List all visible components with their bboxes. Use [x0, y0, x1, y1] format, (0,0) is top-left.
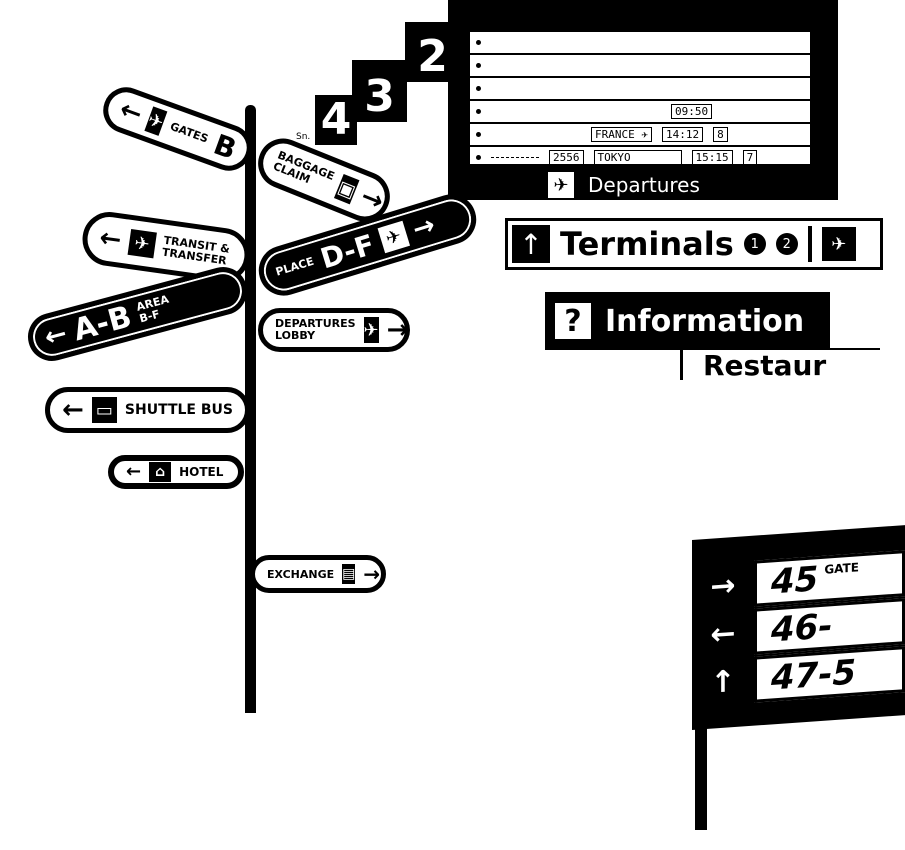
a-b-label: A-B	[69, 298, 136, 348]
time-cell: 15:15	[691, 150, 733, 165]
time-cell: 09:50	[671, 104, 713, 119]
terminal-2-badge: 2	[775, 233, 798, 255]
departures-title: Departures	[588, 173, 700, 197]
arrow-left-icon: ←	[126, 461, 142, 482]
exchange-label: EXCHANGE	[267, 567, 335, 581]
number-block-3: 3	[352, 60, 407, 122]
destination-cell: TOKYO	[593, 150, 682, 165]
arrow-right-icon: →	[710, 567, 736, 605]
arrow-left-icon: ←	[710, 615, 736, 653]
gate-cell: 7	[742, 150, 758, 165]
hotel-label: HOTEL	[179, 465, 224, 479]
departures-board: 09:50 FRANCE ✈ 14:12 8 2556 TOKYO 15:15 7 ✈ D…	[448, 0, 838, 200]
number-block-4: 4	[315, 94, 357, 145]
arrow-up-icon: ↑	[710, 663, 736, 701]
arrow-left-icon: ←	[97, 222, 124, 256]
number-4: 4	[320, 94, 352, 145]
note-text: Sn.	[296, 132, 311, 142]
sign-shuttle-bus[interactable]: ← ▭ SHUTTLE BUS	[45, 387, 250, 433]
gate-number: 47-5	[754, 646, 905, 703]
information-label: Information	[605, 303, 805, 339]
gate-letter: B	[209, 127, 241, 166]
sign-exchange[interactable]: EXCHANGE ▤ →	[250, 555, 386, 593]
arrow-left-icon: ←	[115, 94, 147, 130]
number-3: 3	[364, 71, 395, 122]
arrow-right-icon: →	[363, 562, 381, 586]
board-screen: 09:50 FRANCE ✈ 14:12 8 2556 TOKYO 15:15 7	[470, 32, 810, 165]
plane-icon: ✈	[821, 227, 856, 261]
shuttle-label: SHUTTLE BUS	[124, 402, 233, 418]
time-cell: 14:12	[661, 127, 704, 142]
gate-sign-pole	[695, 700, 707, 830]
terminal-1-badge: 1	[743, 233, 766, 255]
arrow-up-icon: ↑	[512, 225, 550, 263]
board-row-empty	[470, 32, 810, 55]
board-row-empty	[470, 78, 810, 101]
flight-cell: 2556	[549, 150, 584, 165]
d-f-label: D-F	[316, 227, 379, 275]
arrow-left-icon: ←	[62, 395, 84, 425]
bed-icon: ⌂	[149, 462, 172, 482]
plane-icon: ✈	[144, 106, 168, 136]
place-label: PLACE	[274, 254, 316, 279]
gate-number: 45	[771, 559, 819, 603]
table-row: 2556 TOKYO 15:15 7	[470, 147, 810, 168]
sign-hotel[interactable]: ← ⌂ HOTEL	[108, 455, 244, 489]
departures-caption: ✈ Departures	[548, 172, 700, 198]
table-row: FRANCE ✈ 14:12 8	[470, 124, 810, 147]
sign-gates-b[interactable]: ← ✈ GATES B	[96, 80, 259, 178]
arrow-right-icon: →	[386, 315, 409, 345]
gate-suffix: GATE	[824, 560, 859, 577]
board-row-empty	[470, 55, 810, 78]
table-row: 09:50	[470, 101, 810, 124]
restaurant-sign: Restaur	[680, 348, 880, 380]
gate-cell: 8	[713, 127, 728, 142]
money-icon: ▤	[342, 564, 356, 584]
terminals-label: Terminals	[560, 225, 734, 263]
arrow-left-icon: ←	[41, 318, 71, 354]
number-2: 2	[417, 31, 448, 82]
luggage-icon: ▣	[333, 173, 360, 205]
terminals-sign: ↑ Terminals 1 2 ✈	[505, 218, 883, 270]
gates-label: GATES	[168, 119, 211, 146]
destination-cell: FRANCE ✈	[591, 127, 652, 142]
arrow-right-icon: →	[356, 181, 388, 218]
plane-icon: ✈	[363, 317, 379, 343]
question-icon: ?	[555, 303, 591, 339]
information-sign: ? Information	[545, 292, 830, 350]
transfer-icon: ✈	[127, 228, 157, 259]
bus-icon: ▭	[91, 397, 117, 423]
plane-icon: ✈	[377, 220, 410, 254]
arrow-right-icon: →	[409, 210, 439, 246]
transit-label: TRANSIT &TRANSFER	[161, 233, 231, 268]
plane-icon: ✈	[548, 172, 574, 198]
signpost-pole	[245, 105, 256, 713]
